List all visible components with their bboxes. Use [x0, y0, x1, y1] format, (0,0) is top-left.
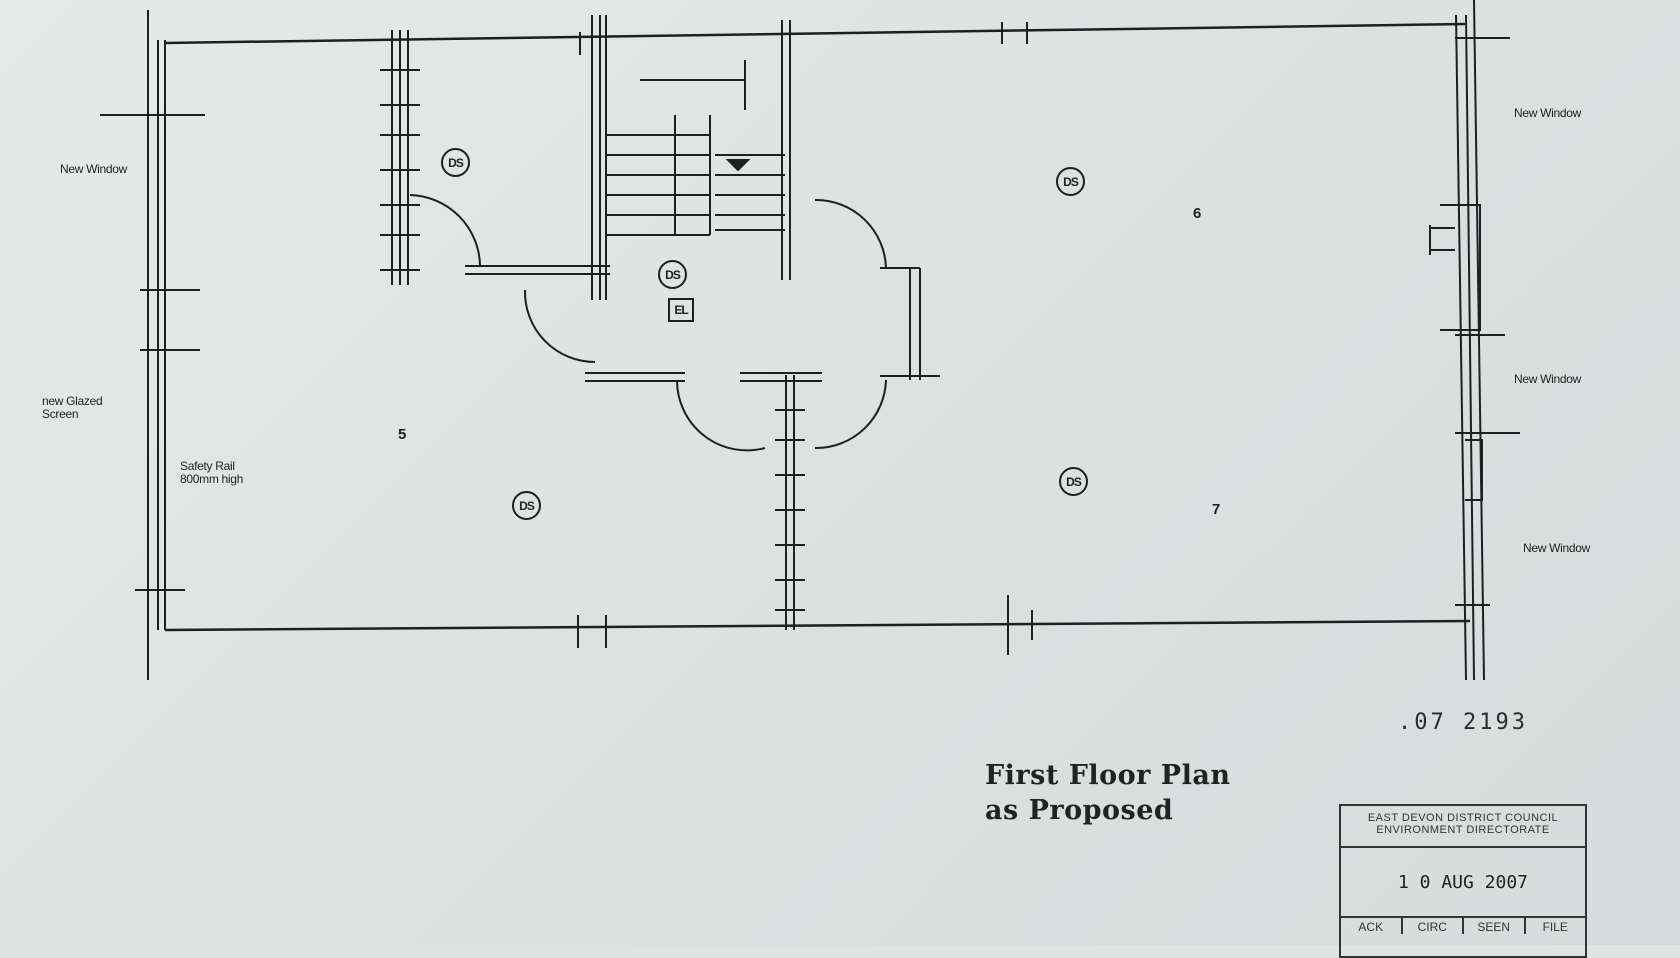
drawing-title: First Floor Plan as Proposed	[985, 758, 1230, 828]
stamp-cell-file: FILE	[1542, 920, 1568, 934]
stamp-directorate: ENVIRONMENT DIRECTORATE	[1376, 824, 1550, 836]
stamp-header: EAST DEVON DISTRICT COUNCIL ENVIRONMENT …	[1341, 806, 1585, 848]
label-safety-rail: Safety Rail 800mm high	[180, 459, 244, 486]
stair-wall-right	[781, 20, 791, 280]
title-line-1: First Floor Plan	[985, 760, 1231, 791]
label-new-window-right-top: New Window	[1514, 106, 1582, 120]
stamp-council: EAST DEVON DISTRICT COUNCIL	[1367, 812, 1559, 824]
stamp-date: 1 0 AUG 2007	[1397, 872, 1529, 893]
label-new-glazed-screen: new Glazed Screen	[42, 394, 103, 421]
corridor-wall	[785, 375, 795, 630]
drawing-reference: .07 2193	[1398, 710, 1528, 735]
label-new-window-right-low: New Window	[1523, 541, 1591, 555]
outer-wall-top	[164, 22, 1466, 45]
label-new-window-right-mid: New Window	[1514, 372, 1582, 386]
el-symbol: EL	[668, 298, 694, 322]
ds-symbol: DS	[1059, 467, 1088, 496]
room-number-5: 5	[398, 426, 407, 443]
outer-wall-left	[147, 10, 166, 680]
stamp-cell-ack: ACK	[1341, 918, 1403, 934]
partition-left	[391, 30, 409, 285]
room-number-6: 6	[1193, 205, 1202, 222]
stamp-cell-circ: CIRC	[1403, 918, 1464, 934]
stamp-cells: ACK CIRC SEEN FILE	[1341, 916, 1585, 934]
ds-symbol: DS	[658, 260, 687, 289]
title-line-2: as Proposed	[985, 795, 1174, 826]
stair-wall-left	[591, 15, 607, 300]
received-stamp: EAST DEVON DISTRICT COUNCIL ENVIRONMENT …	[1339, 804, 1587, 958]
door-swing	[409, 194, 481, 266]
door-swing	[814, 198, 887, 269]
ds-symbol: DS	[512, 491, 541, 520]
outer-wall-right	[1455, 0, 1485, 681]
door-swing	[523, 289, 596, 363]
ds-symbol: DS	[1056, 167, 1085, 196]
door-swing	[814, 379, 887, 450]
door-swing	[675, 379, 766, 452]
ds-symbol: DS	[441, 148, 470, 177]
label-new-window-left: New Window	[60, 162, 128, 176]
room-number-7: 7	[1212, 501, 1221, 518]
stamp-cell-seen: SEEN	[1464, 918, 1526, 934]
outer-wall-bottom	[164, 619, 1471, 632]
